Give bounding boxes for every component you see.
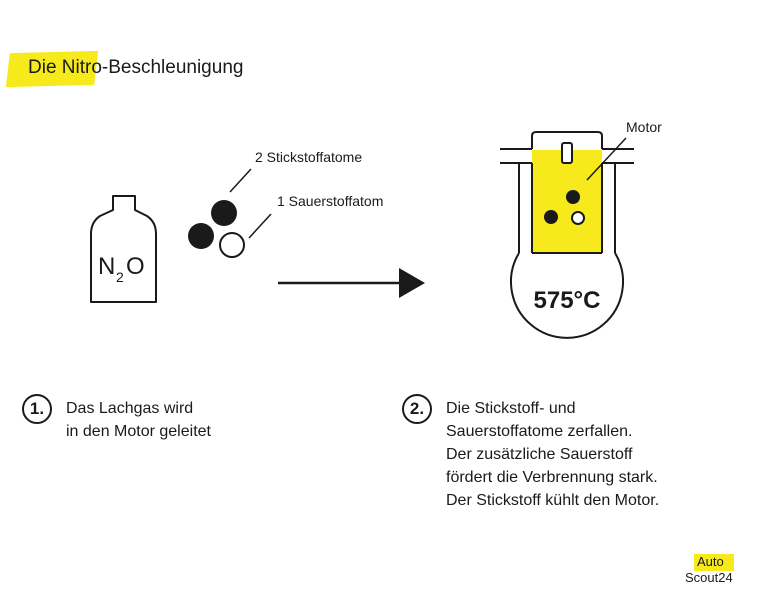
molecule-group: 2 Stickstoffatome 1 Sauerstoffatom bbox=[188, 149, 383, 258]
brand-highlight bbox=[694, 554, 734, 571]
engine-oxygen-atom bbox=[571, 211, 585, 225]
cylinder-head bbox=[531, 131, 603, 149]
formula-o: O bbox=[126, 253, 145, 280]
bottle-outline bbox=[90, 195, 157, 303]
n2o-bottle: N 2 O bbox=[90, 195, 157, 303]
spark-plug bbox=[561, 142, 573, 164]
brand-line-2: Scout24 bbox=[685, 570, 733, 585]
nitrogen-label: 2 Stickstoffatome bbox=[255, 149, 362, 165]
step-1-text: Das Lachgas wird in den Motor geleitet bbox=[66, 400, 211, 440]
step-1: 1. Das Lachgas wird in den Motor geleite… bbox=[22, 394, 211, 443]
step-1-number: 1. bbox=[22, 394, 52, 424]
oxygen-label: 1 Sauerstoffatom bbox=[277, 193, 383, 209]
arrow-head bbox=[399, 268, 425, 298]
engine-leader-line bbox=[586, 137, 627, 181]
step-2-text: Die Stickstoff- und Sauerstoffatome zerf… bbox=[446, 400, 660, 509]
formula-subscript: 2 bbox=[116, 269, 124, 285]
oxygen-leader-line bbox=[248, 213, 272, 239]
title-area: Die Nitro-Beschleunigung bbox=[5, 48, 308, 88]
oxygen-atom bbox=[219, 232, 245, 258]
engine-nitrogen-atom bbox=[544, 210, 558, 224]
cylinder-outer-walls bbox=[518, 163, 616, 253]
crankcase bbox=[510, 252, 624, 339]
nitrogen-leader-line bbox=[229, 168, 252, 193]
temperature-value: 575°C bbox=[534, 287, 601, 314]
step-2-number: 2. bbox=[402, 394, 432, 424]
nitrogen-atom bbox=[188, 223, 214, 249]
page-title: Die Nitro-Beschleunigung bbox=[28, 57, 244, 78]
formula-n: N bbox=[98, 253, 115, 280]
combustion-chamber bbox=[532, 150, 602, 253]
autoscout24-logo: Auto Scout24 bbox=[683, 552, 747, 592]
engine-nitrogen-atom bbox=[566, 190, 580, 204]
flow-arrow bbox=[278, 268, 425, 298]
nitrogen-atom bbox=[211, 200, 237, 226]
engine-illustration: Motor 575°C bbox=[500, 119, 662, 339]
engine-label: Motor bbox=[626, 119, 662, 135]
brand-line-1: Auto bbox=[697, 554, 724, 569]
engine-ports bbox=[500, 148, 634, 164]
cylinder-walls bbox=[531, 163, 603, 253]
step-2: 2. Die Stickstoff- und Sauerstoffatome z… bbox=[402, 394, 659, 512]
